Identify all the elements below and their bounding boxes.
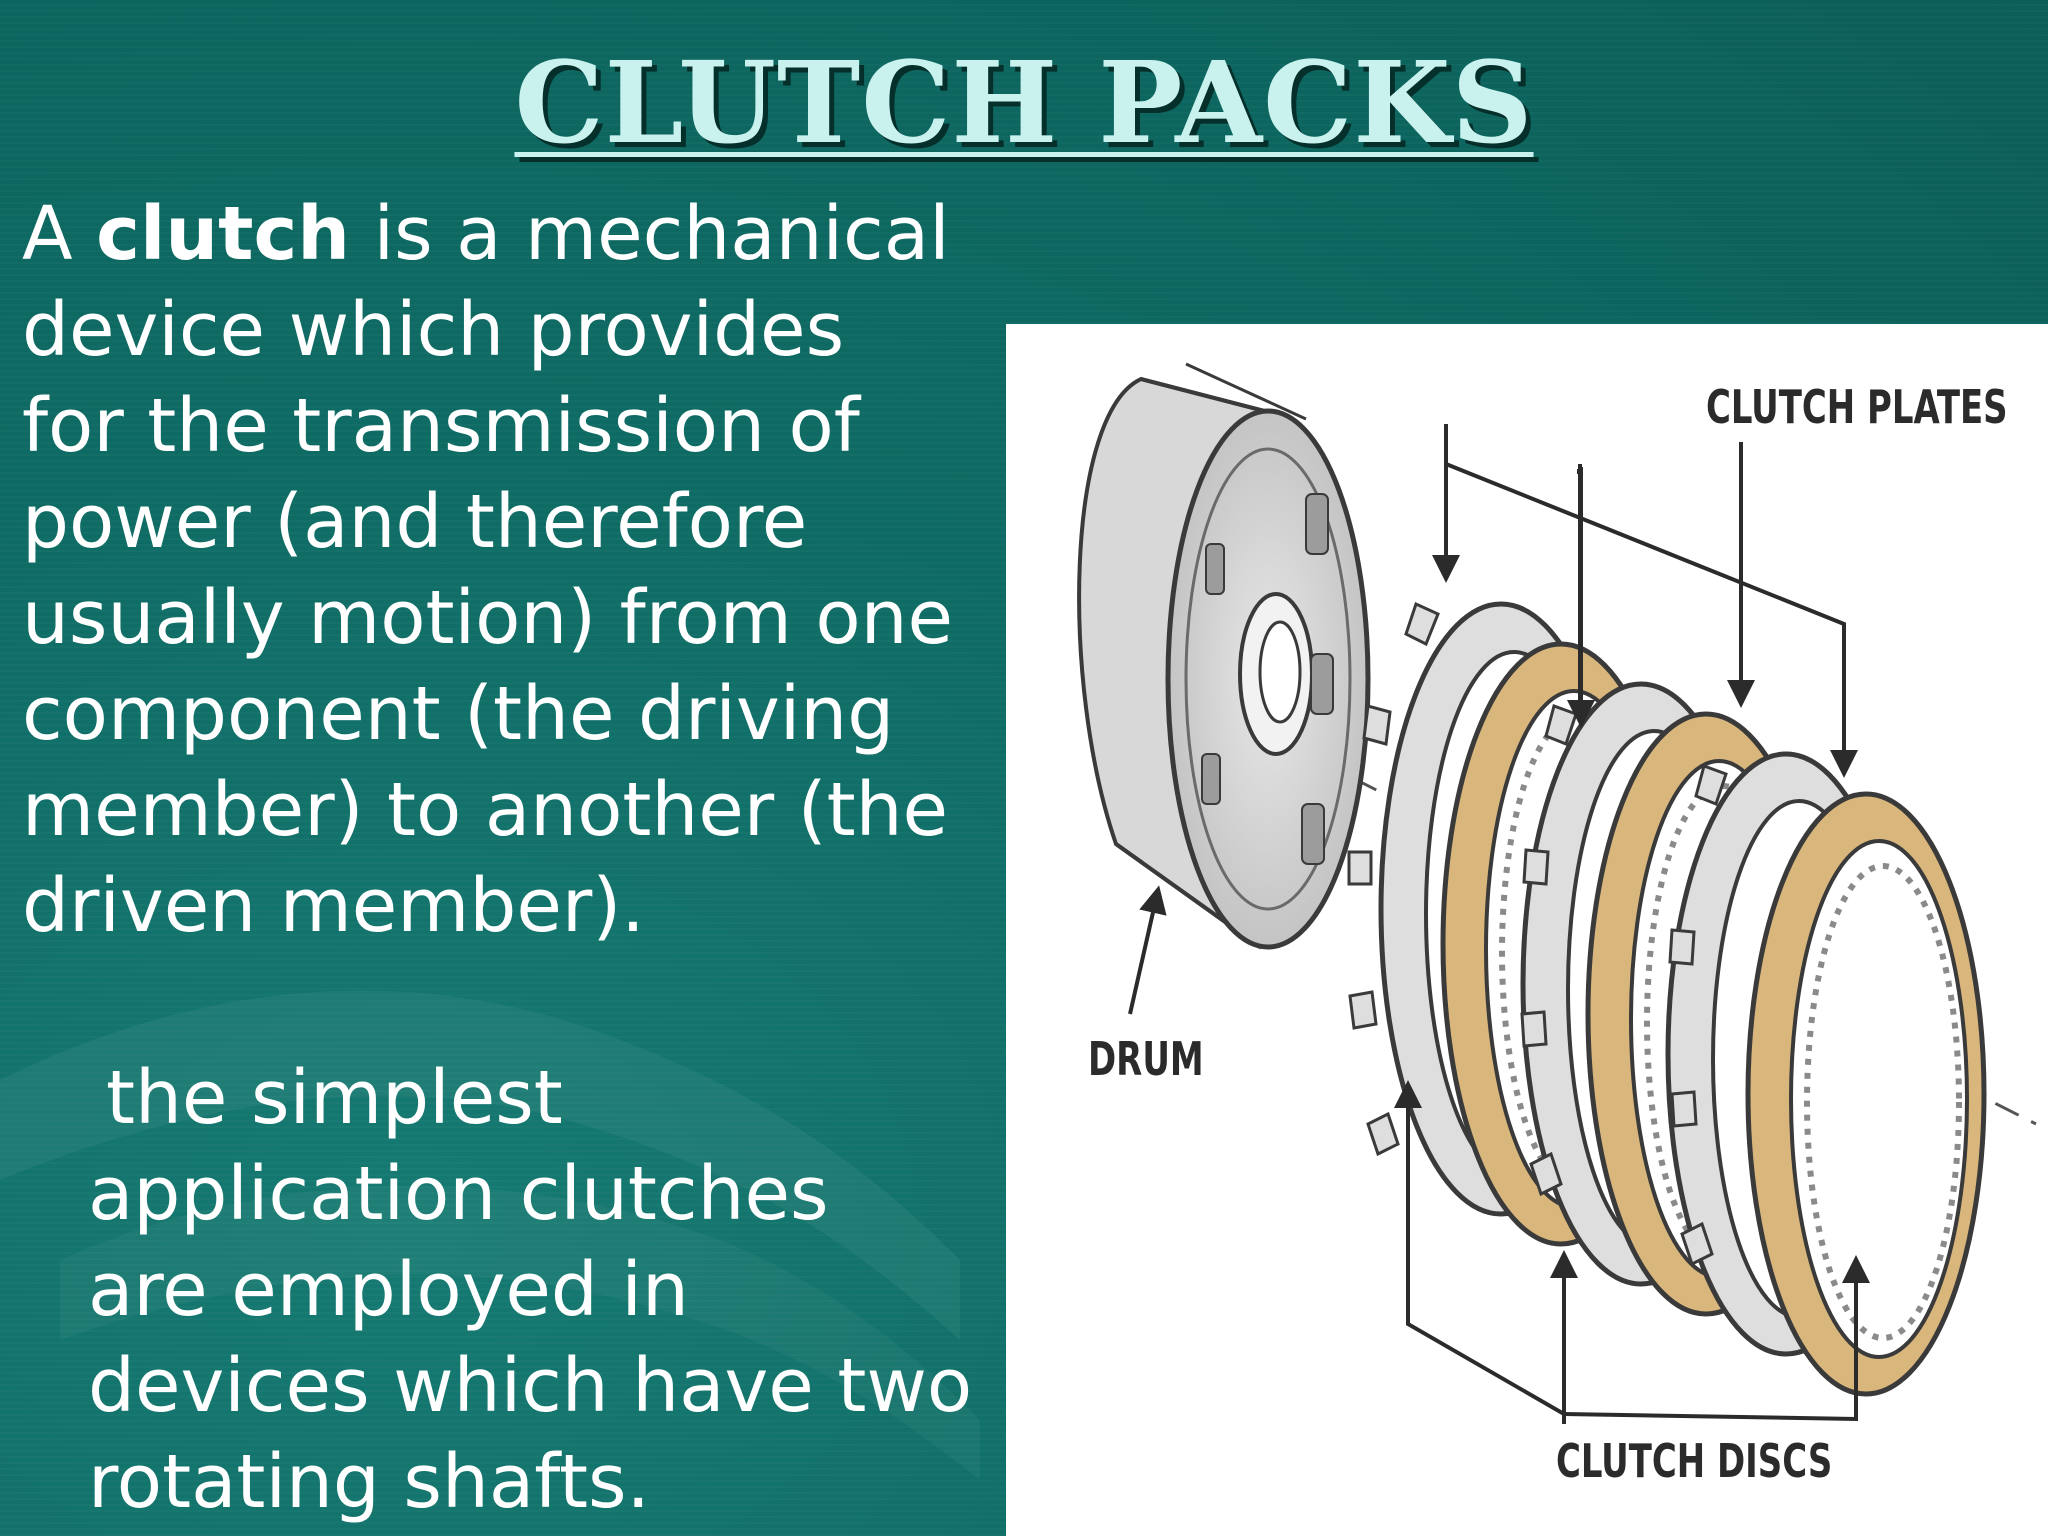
drum-label: DRUM	[1088, 1032, 1204, 1086]
paragraph-line: driven member).	[22, 863, 645, 949]
text-fragment: A	[22, 191, 97, 277]
clutch-plates-label: CLUTCH PLATES	[1706, 380, 2008, 434]
paragraph-line: the simplest	[106, 1055, 563, 1141]
paragraph-line: usually motion) from one	[22, 575, 954, 661]
clutch-plates-leader	[1432, 424, 1858, 778]
application-paragraph: the simplest application clutches are em…	[88, 1050, 1048, 1530]
bold-term: clutch	[96, 191, 350, 277]
clutch-discs-leader	[1394, 1080, 1870, 1424]
definition-paragraph: A clutch is a mechanical device which pr…	[22, 186, 1002, 954]
drum-pointer-arrow	[1128, 885, 1167, 1015]
paragraph-line: power (and therefore	[22, 479, 808, 565]
paragraph-line: member) to another (the	[22, 767, 949, 853]
paragraph-line: application clutches	[88, 1151, 829, 1237]
paragraph-line: are employed in	[88, 1247, 689, 1333]
paragraph-line: rotating shafts.	[88, 1439, 651, 1525]
slide-title: CLUTCH PACKS	[514, 38, 1534, 169]
clutch-discs-label: CLUTCH DISCS	[1556, 1434, 1833, 1488]
paragraph-line: component (the driving	[22, 671, 895, 757]
drum-icon	[1077, 362, 1371, 950]
paragraph-line: A clutch is a mechanical	[22, 186, 1002, 282]
diagram-drawing	[1077, 362, 2037, 1424]
clutch-disc-3	[1745, 791, 1987, 1397]
decorative-swoosh	[0, 990, 980, 1480]
paragraph-line: for the transmission of	[22, 383, 860, 469]
text-fragment: is a mechanical	[350, 191, 950, 277]
paragraph-line: devices which have two	[88, 1343, 973, 1429]
paragraph-line: device which provides	[22, 287, 845, 373]
clutch-pack-diagram: CLUTCH PLATES DRUM CLUTCH DISCS	[1006, 324, 2048, 1536]
